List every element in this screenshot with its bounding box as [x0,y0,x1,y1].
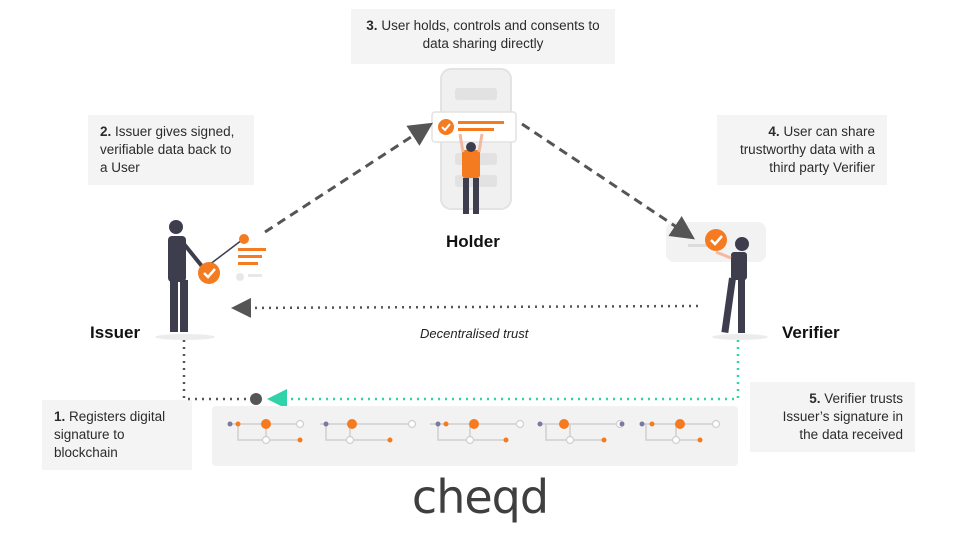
cheqd-logo: cheqd [411,470,549,524]
step-5-note: 5. Verifier trusts Issuer’s signature in… [750,382,915,452]
step-4-text: User can share trustworthy data with a t… [739,124,875,175]
blockchain-anchor-point [250,393,262,405]
blockchain-icon [212,406,738,466]
step-1-note: 1. Registers digital signature to blockc… [42,400,192,470]
holder-label: Holder [446,232,500,251]
step-2-note: 2. Issuer gives signed, verifiable data … [88,115,254,185]
step-3-note: 3. User holds, controls and consents to … [351,9,615,64]
step-2-number: 2. [100,124,112,139]
step-4-note: 4. User can share trustworthy data with … [717,115,887,185]
arrow-holder-to-verifier [521,122,695,240]
arrow-issuer-to-holder [264,122,434,234]
step-2-text: Issuer gives signed, verifiable data bac… [100,124,235,175]
issuer-label: Issuer [90,323,141,342]
decentralised-trust-caption: Decentralised trust [420,326,529,341]
step-3-number: 3. [366,18,378,33]
issuer-to-blockchain-line [182,340,250,401]
step-1-text: Registers digital signature to blockchai… [54,409,166,460]
arrow-decentralised-trust [231,297,699,318]
verifier-label: Verifier [782,323,840,342]
verifier-person-icon [666,222,768,340]
step-5-text: Verifier trusts Issuer’s signature in th… [782,391,903,442]
step-3-text: User holds, controls and consents to dat… [381,18,600,51]
step-5-number: 5. [809,391,821,406]
issuer-person-icon [155,220,266,340]
verifier-to-blockchain-line [267,340,740,409]
step-4-number: 4. [768,124,780,139]
step-1-number: 1. [54,409,66,424]
holder-credential-card [431,111,517,143]
holder-person-icon [458,133,484,214]
